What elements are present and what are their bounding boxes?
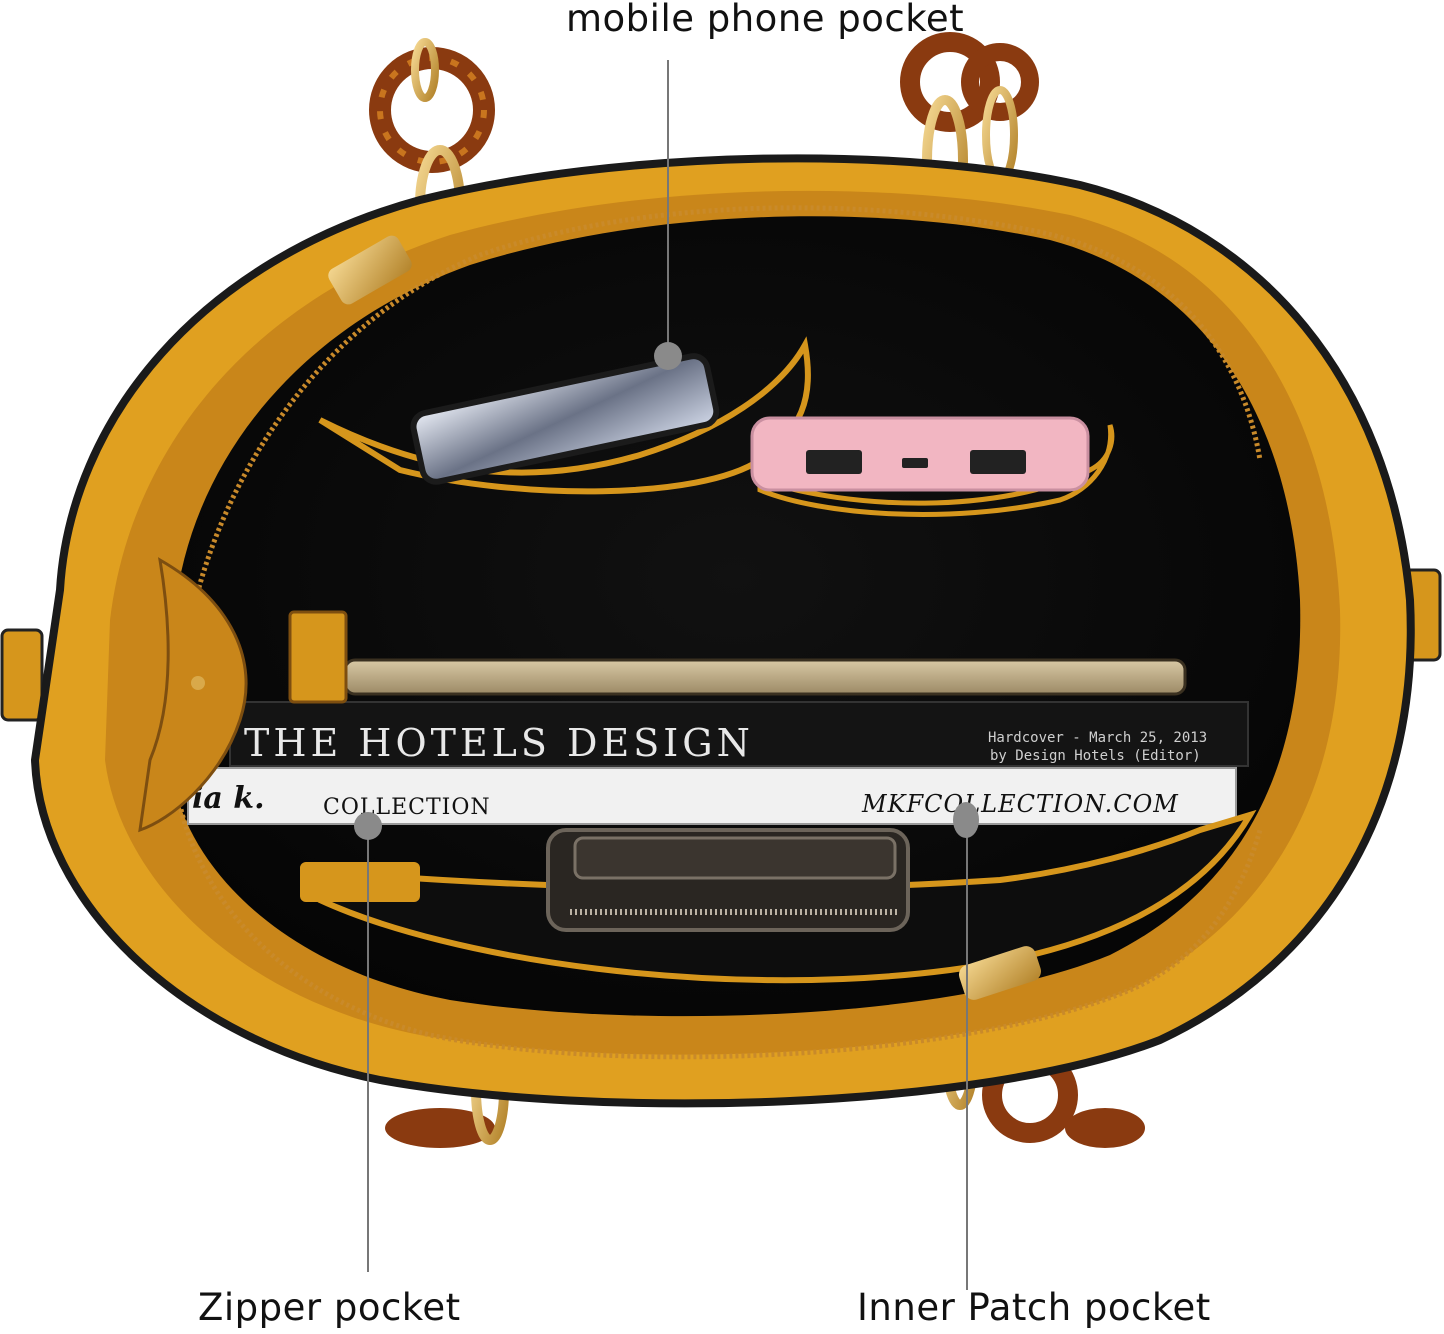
wallet xyxy=(546,828,910,932)
zipper-pocket-flap xyxy=(138,557,248,833)
callout-dot xyxy=(654,342,682,370)
book-title: THE HOTELS DESIGN xyxy=(244,721,754,765)
callout-label-inner-patch-pocket: Inner Patch pocket xyxy=(857,1286,1211,1329)
power-bank-pocket xyxy=(757,424,1115,517)
gold-ring xyxy=(411,38,439,102)
zipper-pull-tab xyxy=(288,610,348,704)
callout-zipper xyxy=(354,812,382,1272)
zipper-slider xyxy=(191,676,205,690)
power-bank xyxy=(750,416,1090,492)
usb-port-icon xyxy=(806,450,862,474)
lower-book-collection: COLLECTION xyxy=(323,795,491,820)
callout-mobile-phone xyxy=(654,60,682,370)
mobile-phone xyxy=(410,353,720,485)
tablet xyxy=(343,658,1187,696)
left-side-tab xyxy=(0,628,44,722)
zipper-track-lower xyxy=(171,719,1263,1060)
tortoise-link xyxy=(1065,1108,1145,1148)
zipper-track xyxy=(177,205,1263,701)
callout-label-zipper-pocket: Zipper pocket xyxy=(198,1286,461,1329)
micro-usb-port-icon xyxy=(902,458,928,468)
lower-book-left: ia k. xyxy=(192,781,265,816)
callout-inner-patch xyxy=(953,802,979,1290)
tortoise-link xyxy=(961,43,1039,121)
tortoise-link xyxy=(900,32,1000,132)
book-edition-line1: Hardcover - March 25, 2013 xyxy=(988,730,1207,746)
gold-charm-hardware xyxy=(328,235,1042,1000)
book-edition-line2: by Design Hotels (Editor) xyxy=(990,748,1201,764)
patch-pocket-trim xyxy=(300,862,420,902)
callout-label-mobile-phone-pocket: mobile phone pocket xyxy=(566,0,965,40)
mobile-phone-pocket xyxy=(318,336,811,495)
callout-dot xyxy=(354,812,382,840)
usb-port-icon xyxy=(970,450,1026,474)
lower-book-url: MKFCOLLECTION.COM xyxy=(861,790,1179,818)
tortoise-link xyxy=(385,1108,495,1148)
book-the-hotels-design: THE HOTELS DESIGN Hardcover - March 25, … xyxy=(229,701,1249,767)
callout-dot xyxy=(953,802,979,838)
book-mkf-collection: ia k. COLLECTION MKFCOLLECTION.COM xyxy=(187,767,1237,825)
